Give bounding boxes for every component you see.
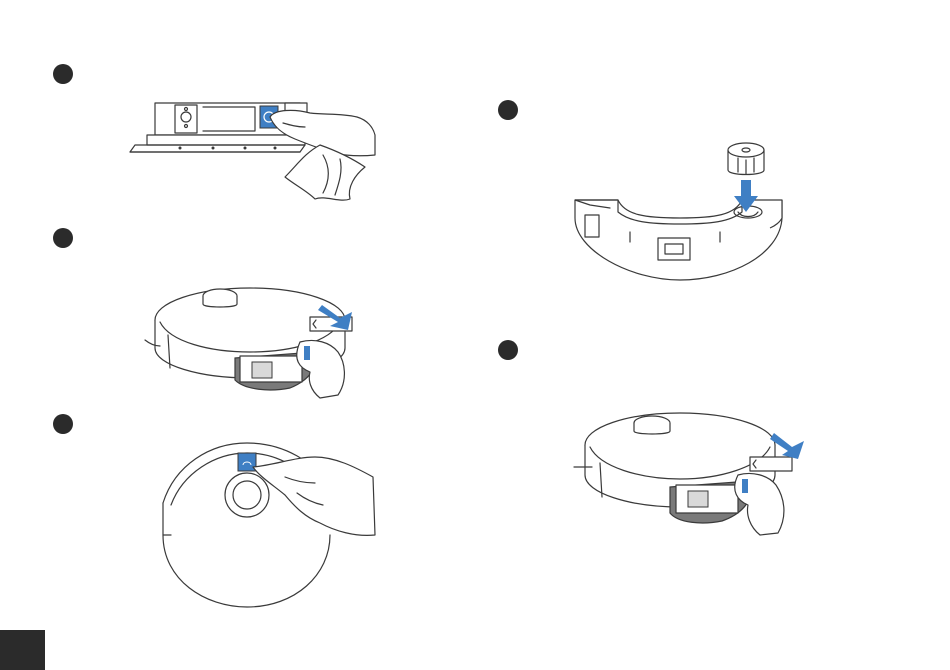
step-3-marker bbox=[53, 414, 73, 434]
press-power-illustration bbox=[155, 435, 380, 610]
step-2-marker bbox=[53, 228, 73, 248]
install-filter-illustration bbox=[570, 140, 790, 285]
step-5-marker bbox=[498, 340, 518, 360]
step-1-marker bbox=[53, 64, 73, 84]
reinsert-dust-bin-illustration bbox=[570, 405, 810, 540]
insert-dust-bin-illustration bbox=[140, 280, 380, 400]
step-4-marker bbox=[498, 100, 518, 120]
page-tab bbox=[0, 630, 45, 670]
wipe-sensor-illustration bbox=[125, 95, 385, 210]
